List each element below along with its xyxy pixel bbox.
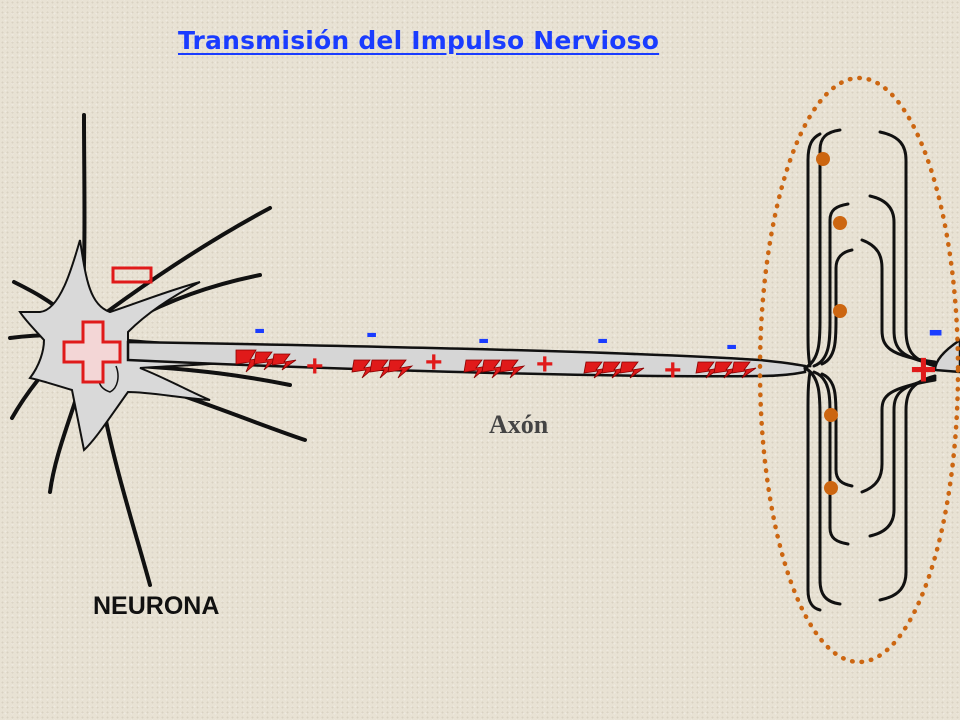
impulse-bolt-icon: [731, 361, 757, 379]
impulse-bolt-icon: [713, 361, 739, 379]
synapse-positive-charge: +: [910, 343, 937, 395]
positive-charge: +: [425, 346, 443, 379]
neuron-label: NEURONA: [93, 592, 220, 620]
axon-label: Axón: [489, 410, 549, 439]
large-minus-sign: [111, 266, 153, 284]
page-title: Transmisión del Impulso Nervioso: [178, 26, 660, 55]
negative-charge: -: [597, 320, 609, 358]
impulse-bolt-icon: [695, 361, 721, 379]
postsynaptic-terminal: [933, 338, 960, 374]
synapse-highlight: [757, 75, 960, 665]
impulse-bolt-icon: [253, 351, 280, 371]
impulse-bolt-icon: [499, 359, 526, 379]
vesicle: [833, 216, 847, 230]
negative-charge: -: [726, 326, 738, 364]
negative-charge: -: [254, 310, 266, 348]
impulse-bolt-icon: [235, 349, 264, 373]
impulse-markers: [235, 349, 757, 379]
positive-charge: +: [664, 354, 682, 387]
impulse-bolt-icon: [463, 359, 490, 379]
negative-charge: -: [478, 320, 490, 358]
impulse-bolt-icon: [351, 359, 378, 379]
synapse-negative-charge: -: [928, 303, 944, 355]
impulse-bolt-icon: [271, 353, 297, 371]
vesicle: [824, 481, 838, 495]
impulse-bolt-icon: [481, 359, 508, 379]
impulse-bolt-icon: [601, 361, 627, 379]
negative-charge: -: [366, 314, 378, 352]
impulse-bolt-icon: [619, 361, 645, 379]
axon-terminals: [803, 128, 854, 612]
vesicle: [833, 304, 847, 318]
synaptic-vesicles: [816, 152, 847, 495]
postsynaptic-membrane: [860, 130, 937, 602]
large-plus-sign: [62, 320, 122, 384]
impulse-bolt-icon: [387, 359, 414, 379]
positive-charge: +: [536, 348, 554, 381]
impulse-bolt-icon: [369, 359, 396, 379]
vesicle: [816, 152, 830, 166]
impulse-bolt-icon: [583, 361, 609, 379]
positive-charge: +: [306, 350, 324, 383]
vesicle: [824, 408, 838, 422]
